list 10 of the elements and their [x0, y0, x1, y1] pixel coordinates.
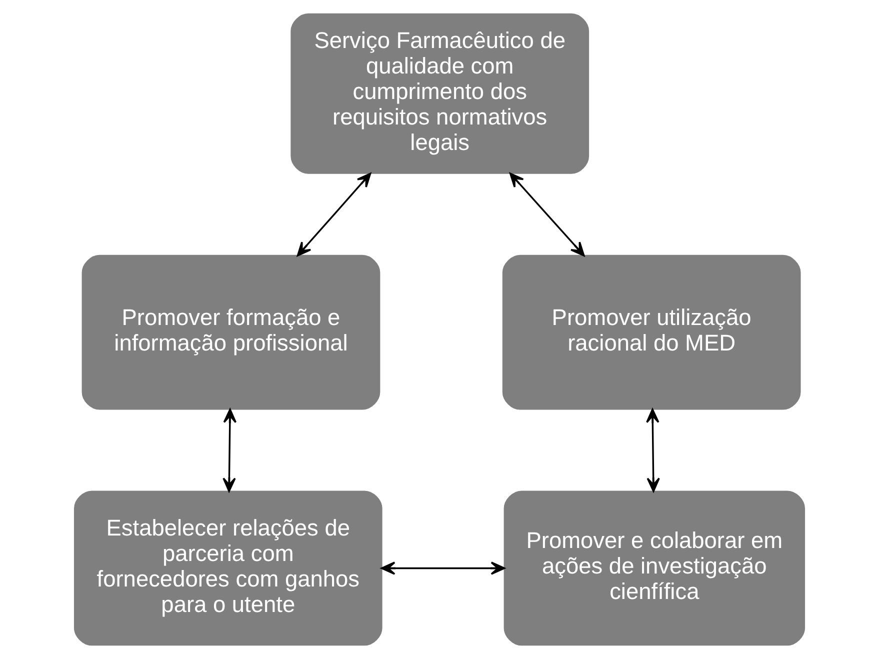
node-box: Promover utilização racional do MED [502, 254, 801, 410]
node-box: Serviço Farmacêutico de qualidade com cumprimento dos requisitos normativos legais [290, 13, 590, 174]
node-box: Estabelecer relações de parceria com fornecedores com ganhos para o utente [74, 490, 382, 646]
arrow [222, 408, 237, 492]
arrow [380, 562, 506, 575]
arrow [296, 172, 372, 256]
arrow [510, 172, 585, 256]
node-box: Promover e colaborar em ações de investigação cienfífica [504, 490, 806, 646]
arrow [646, 408, 660, 492]
node-box: Promover formação e informação profissional [82, 254, 380, 410]
